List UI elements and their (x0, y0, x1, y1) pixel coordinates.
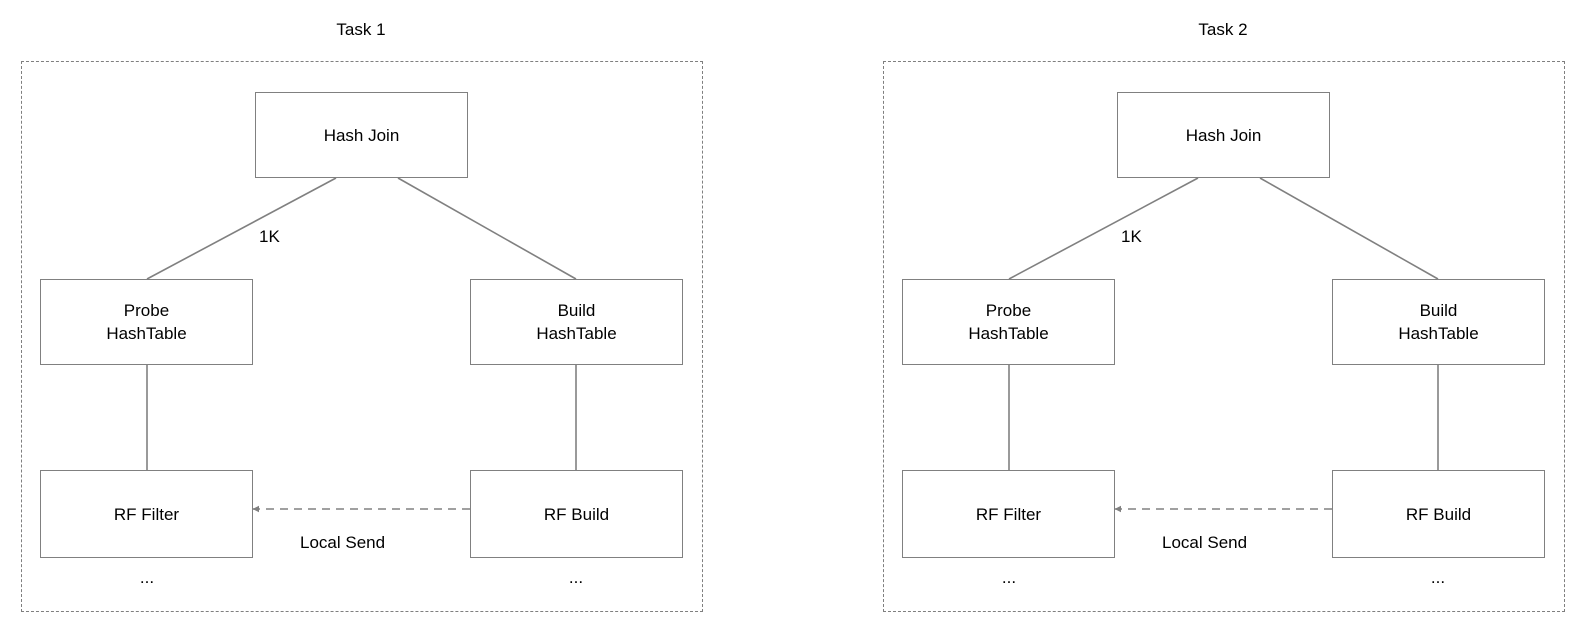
node-rf-filter[interactable]: RF Filter (902, 470, 1115, 558)
node-label: Probe HashTable (106, 301, 187, 343)
node-label: Probe HashTable (968, 301, 1049, 343)
task-container-task-2 (883, 61, 1565, 612)
node-build-hashtable[interactable]: Build HashTable (470, 279, 683, 365)
node-hash-join[interactable]: Hash Join (1117, 92, 1330, 178)
edge-label-task-1-label-local-send: Local Send (300, 533, 386, 552)
node-hash-join[interactable]: Hash Join (255, 92, 468, 178)
node-build-hashtable[interactable]: Build HashTable (1332, 279, 1545, 365)
node-label: Hash Join (323, 125, 400, 145)
node-label: Build HashTable (1398, 301, 1479, 343)
ellipsis-task-2-ellipsis-right: ... (1430, 568, 1446, 587)
node-rf-filter[interactable]: RF Filter (40, 470, 253, 558)
node-probe-hashtable[interactable]: Probe HashTable (902, 279, 1115, 365)
node-label: Hash Join (1185, 125, 1262, 145)
edge-label-task-1-label-1k: 1K (259, 227, 280, 246)
node-label: RF Filter (113, 504, 180, 524)
task-container-task-1 (21, 61, 703, 612)
node-label: RF Filter (975, 504, 1042, 524)
node-rf-build[interactable]: RF Build (1332, 470, 1545, 558)
ellipsis-task-2-ellipsis-left: ... (1001, 568, 1017, 587)
panel-title-task-2: Task 2 (1198, 20, 1248, 39)
panel-title-task-1: Task 1 (336, 20, 386, 39)
node-label: Build HashTable (536, 301, 617, 343)
node-probe-hashtable[interactable]: Probe HashTable (40, 279, 253, 365)
node-rf-build[interactable]: RF Build (470, 470, 683, 558)
ellipsis-task-1-ellipsis-left: ... (139, 568, 155, 587)
edge-label-task-2-label-local-send: Local Send (1162, 533, 1248, 552)
ellipsis-task-1-ellipsis-right: ... (568, 568, 584, 587)
node-label: RF Build (543, 504, 610, 524)
edge-label-task-2-label-1k: 1K (1121, 227, 1142, 246)
node-label: RF Build (1405, 504, 1472, 524)
